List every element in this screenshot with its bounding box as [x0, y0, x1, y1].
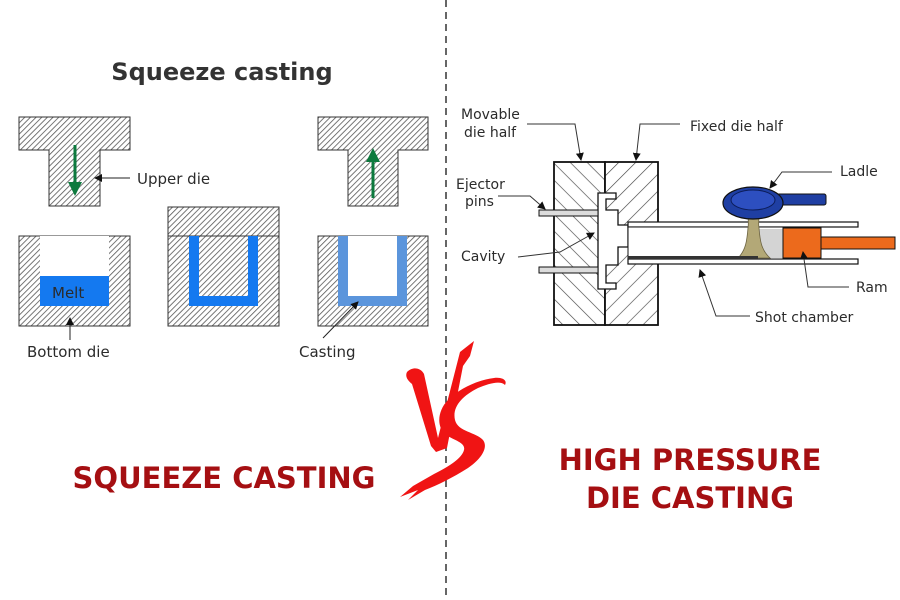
die-casting-heading-line2: DIE CASTING	[586, 481, 794, 515]
vs-mark: VS	[0, 0, 506, 500]
upper-die-left	[18, 116, 131, 207]
squeeze-casting-title: Squeeze casting	[111, 58, 332, 86]
squeeze-casting-heading: SQUEEZE CASTING	[73, 461, 376, 495]
ram-label: Ram	[856, 280, 888, 296]
die-casting-panel: Movable die half Fixed die half Ejector …	[456, 107, 896, 515]
fixed-die-half-label: Fixed die half	[690, 119, 784, 135]
squeeze-casting-panel: Squeeze casting Upper die Melt Bottom di…	[18, 58, 429, 495]
bottom-die-with-casting	[317, 235, 429, 327]
vs-letter-v	[406, 341, 474, 452]
shot-chamber	[627, 206, 859, 265]
movable-die-half-label-1: Movable	[461, 107, 520, 123]
upper-die-right	[317, 116, 429, 207]
die-casting-heading-line1: HIGH PRESSURE	[559, 443, 822, 477]
ram	[782, 227, 896, 259]
ejector-pins-label-2: pins	[465, 194, 494, 210]
movable-die-half	[553, 161, 606, 326]
closed-die-squeezing	[167, 206, 280, 327]
bottom-die-with-melt: Melt	[18, 235, 131, 327]
upper-die-label: Upper die	[137, 170, 210, 188]
down-arrow-icon	[68, 145, 82, 196]
ladle-label: Ladle	[840, 164, 878, 180]
ejector-pin-top	[538, 209, 599, 217]
shot-chamber-label: Shot chamber	[755, 310, 854, 326]
up-arrow-icon	[366, 148, 380, 198]
melt	[40, 276, 109, 306]
ladle	[722, 186, 827, 220]
vs-letter-s	[400, 377, 506, 500]
casting-leader	[322, 301, 359, 339]
movable-die-half-label-2: die half	[464, 125, 517, 141]
casting-label: Casting	[299, 343, 356, 361]
ejector-pin-bottom	[538, 266, 599, 274]
bottom-die-label: Bottom die	[27, 343, 110, 361]
leader-lines	[498, 123, 849, 317]
cavity-label: Cavity	[461, 249, 505, 265]
vs-text: VS	[0, 0, 2, 1]
melt-label: Melt	[52, 284, 84, 302]
ejector-pins-label-1: Ejector	[456, 177, 505, 193]
